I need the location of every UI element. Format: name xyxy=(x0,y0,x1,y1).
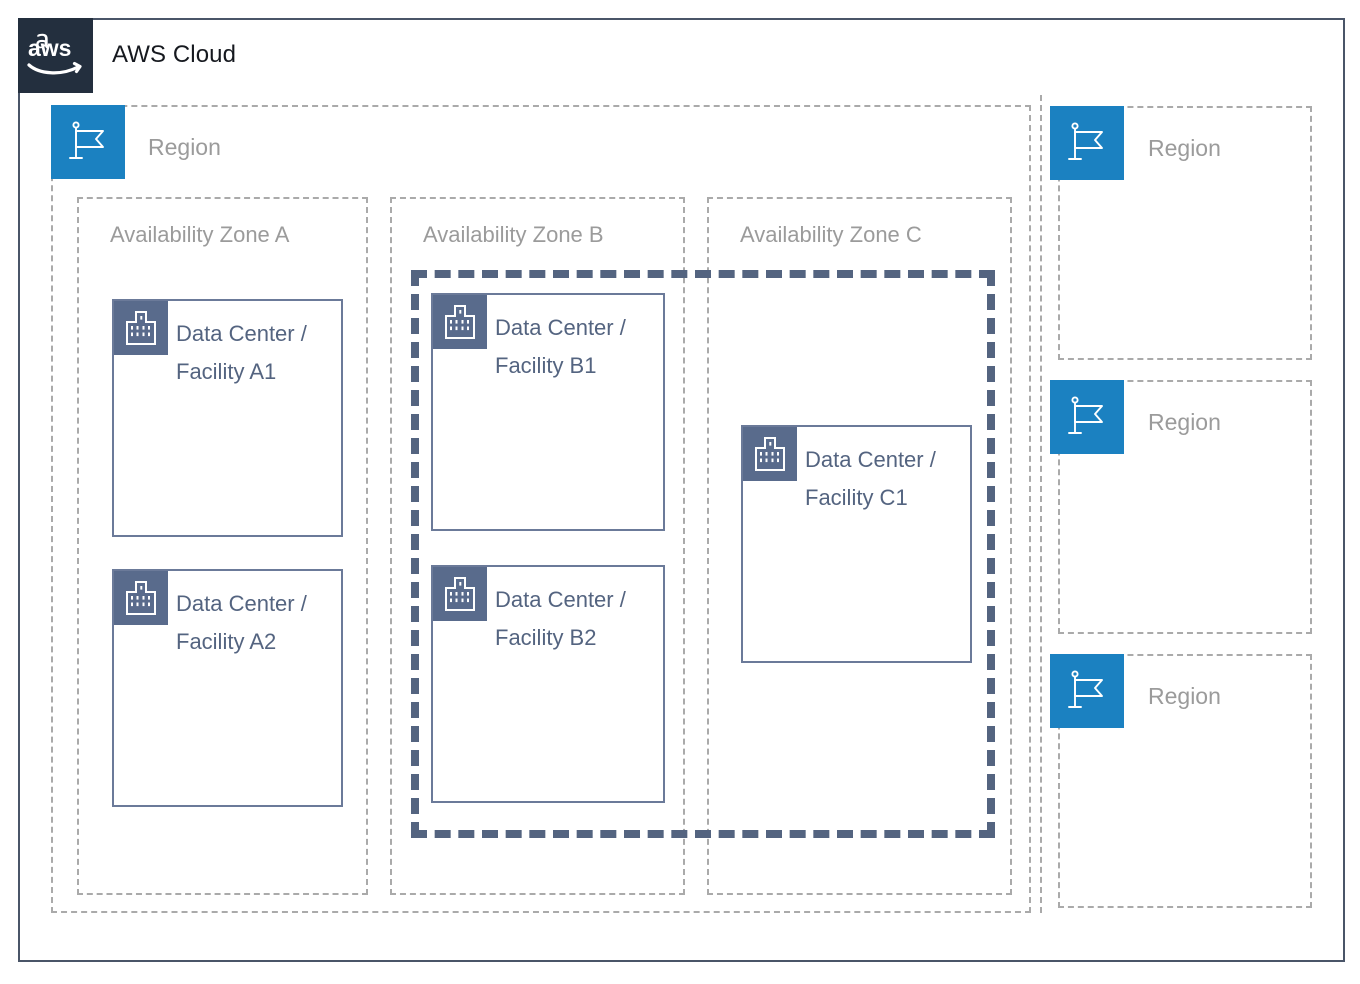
building-icon xyxy=(433,295,487,349)
data-center-a1[interactable]: Data Center / Facility A1 xyxy=(112,299,343,537)
aws-cloud-title: AWS Cloud xyxy=(112,41,237,68)
other-regions-boundary xyxy=(1040,95,1330,913)
availability-zone-c-boundary xyxy=(707,197,1012,895)
data-center-b1[interactable]: Data Center / Facility B1 xyxy=(431,293,665,531)
region-box-2[interactable] xyxy=(1058,380,1312,634)
region-box-3-label: Region xyxy=(1148,683,1221,709)
building-icon xyxy=(114,571,168,625)
svg-text:aws: aws xyxy=(28,35,71,61)
data-center-c1[interactable]: Data Center / Facility C1 xyxy=(741,425,972,663)
building-icon xyxy=(433,567,487,621)
data-center-b2[interactable]: Data Center / Facility B2 xyxy=(431,565,665,803)
data-center-a2[interactable]: Data Center / Facility A2 xyxy=(112,569,343,807)
region-box-1[interactable] xyxy=(1058,106,1312,360)
data-center-b2-label: Data Center / Facility B2 xyxy=(495,587,626,650)
flag-icon xyxy=(1050,380,1124,454)
data-center-a2-label: Data Center / Facility A2 xyxy=(176,591,307,654)
data-center-c1-label: Data Center / Facility C1 xyxy=(805,447,936,510)
availability-zone-b-boundary xyxy=(390,197,685,895)
region-primary-boundary xyxy=(51,105,1031,913)
region-box-1-label: Region xyxy=(1148,135,1221,161)
region-primary-label: Region xyxy=(148,134,221,160)
availability-zone-a-boundary xyxy=(77,197,368,895)
region-box-2-label: Region xyxy=(1148,409,1221,435)
data-center-b1-label: Data Center / Facility B1 xyxy=(495,315,626,378)
building-icon xyxy=(743,427,797,481)
availability-zone-a-label: Availability Zone A xyxy=(110,222,290,247)
region-box-3[interactable] xyxy=(1058,654,1312,908)
flag-icon xyxy=(51,105,125,179)
availability-zone-c-label: Availability Zone C xyxy=(740,222,922,247)
flag-icon xyxy=(1050,654,1124,728)
data-center-a1-label: Data Center / Facility A1 xyxy=(176,321,307,384)
flag-icon xyxy=(1050,106,1124,180)
building-icon xyxy=(114,301,168,355)
availability-zone-b-label: Availability Zone B xyxy=(423,222,604,247)
aws-logo-icon: aws xyxy=(18,18,93,93)
